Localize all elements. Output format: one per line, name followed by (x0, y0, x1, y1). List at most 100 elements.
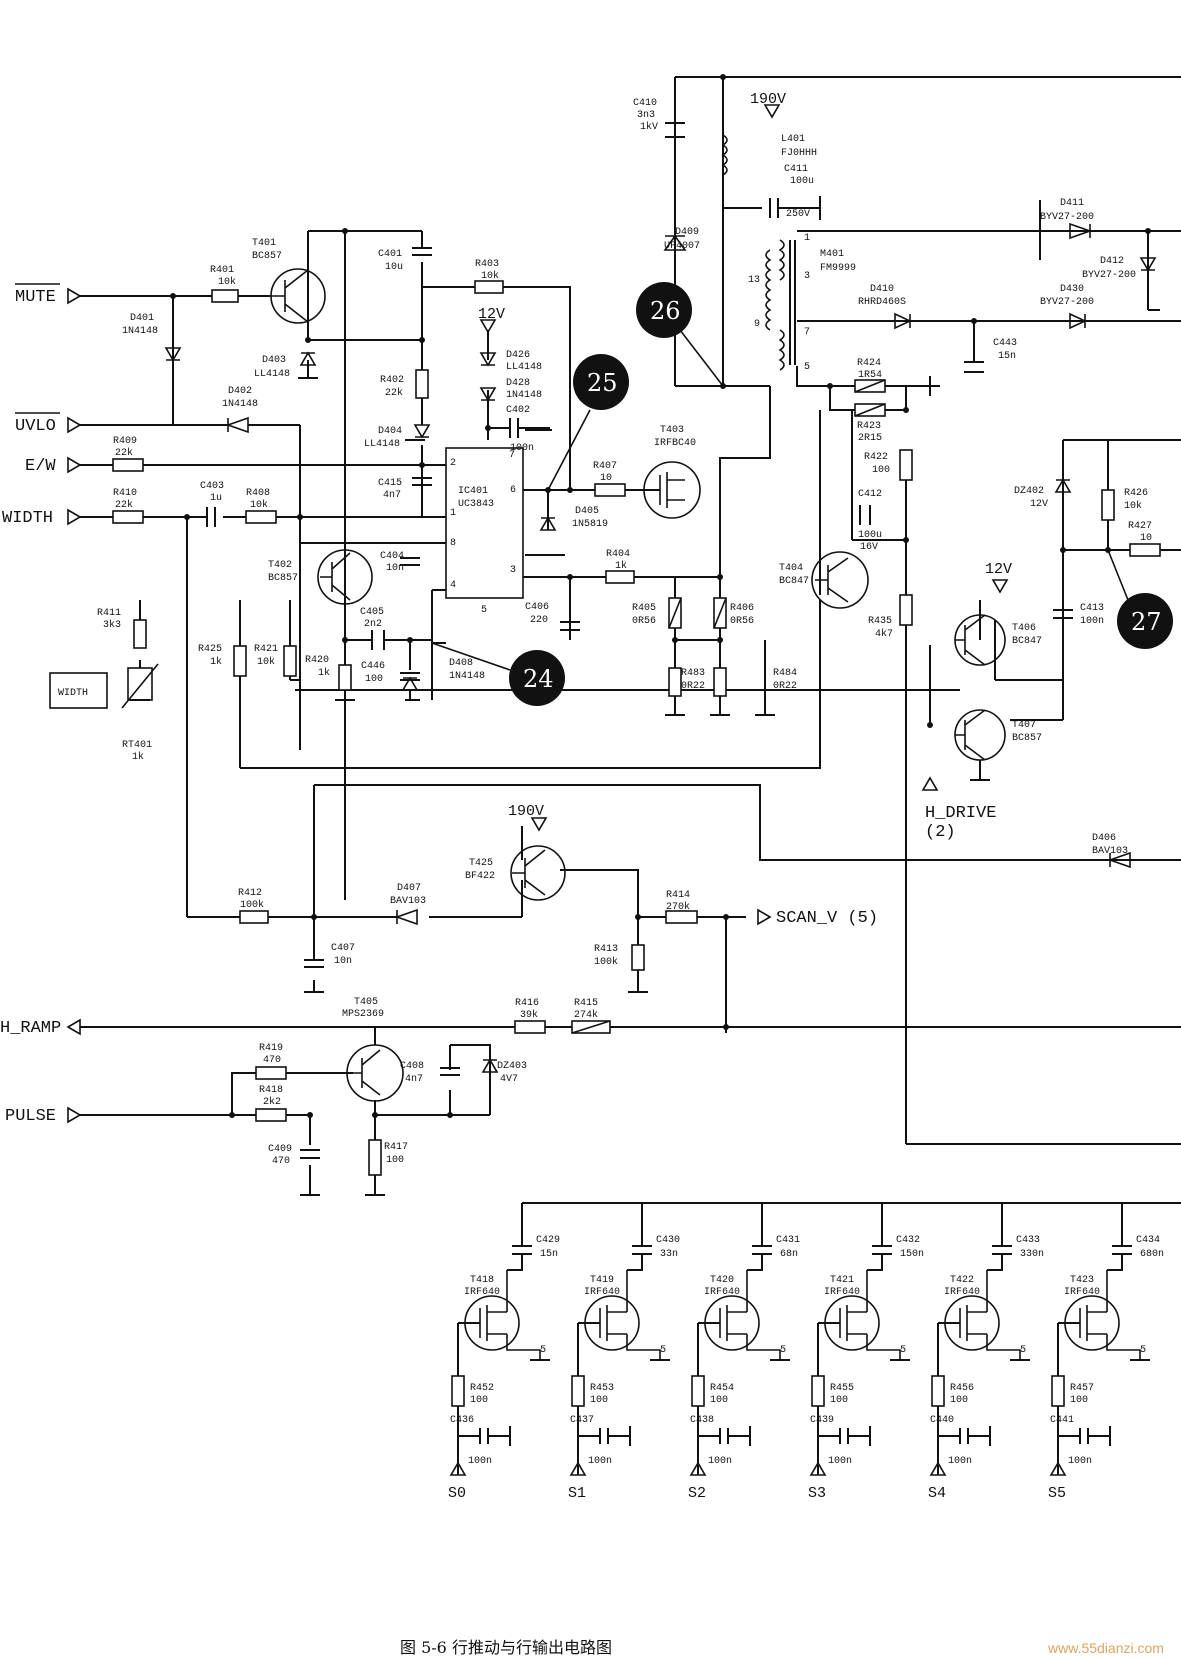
value-t402: BC857 (268, 573, 298, 584)
value-r426: 10k (1124, 500, 1142, 512)
stage-fet-label: T418 (470, 1275, 494, 1286)
stage-fet-label: T421 (830, 1275, 854, 1286)
value-c401: 10u (385, 262, 403, 273)
stage-res-label: R452 (470, 1383, 494, 1394)
stage-res-value: 100 (710, 1395, 728, 1406)
ic401-pin4: 4 (450, 580, 456, 591)
stage-source-pin: 5 (540, 1345, 546, 1356)
value-r408: 10k (250, 499, 268, 511)
value-r407: 10 (600, 473, 612, 484)
stage-fet-type: IRF640 (704, 1287, 740, 1298)
label-c412: C412 (858, 489, 882, 500)
svg-text:7: 7 (804, 327, 810, 338)
label-r404: R404 (606, 549, 630, 560)
stage-drain-wire (507, 1203, 532, 1271)
label-c405: C405 (360, 607, 384, 618)
stage-fet-type: IRF640 (584, 1287, 620, 1298)
value-c412: 100u (858, 530, 882, 541)
label-c403: C403 (200, 481, 224, 492)
label-d404: D404 (378, 426, 402, 437)
stage-res-label: R456 (950, 1383, 974, 1394)
value-r402: 22k (385, 387, 403, 399)
marker-25: 25 (547, 354, 629, 491)
gate-resistor (931, 1375, 945, 1407)
label-c411: C411 (784, 164, 808, 175)
stage-fet-type: IRF640 (824, 1287, 860, 1298)
marker-24: 24 (431, 642, 565, 706)
label-r418: R418 (259, 1085, 283, 1096)
label-c408: C408 (400, 1061, 424, 1072)
value-r412: 100k (240, 899, 264, 911)
stage-ccap-value: 100n (1068, 1456, 1092, 1467)
label-d406: D406 (1092, 833, 1116, 844)
stage-drain-wire (747, 1203, 772, 1271)
label-c443: C443 (993, 338, 1017, 349)
label-d430: D430 (1060, 284, 1084, 295)
label-d412: D412 (1100, 256, 1124, 267)
value-c406: 220 (530, 615, 548, 626)
h-drive-pin-label: (2) (925, 823, 956, 842)
value-r404: 1k (615, 560, 627, 572)
stage-cap-value: 330n (1020, 1249, 1044, 1260)
value-d402: 1N4148 (222, 399, 258, 410)
value-dz402: 12V (1030, 499, 1048, 510)
stage-ccap-value: 100n (468, 1456, 492, 1467)
label-c407: C407 (331, 943, 355, 954)
stage-fet-label: T419 (590, 1275, 614, 1286)
label-r483: R483 (681, 668, 705, 679)
input-arrow (569, 1461, 587, 1476)
stage-source-pin: 5 (780, 1345, 786, 1356)
label-r414: R414 (666, 890, 690, 901)
label-r424: R424 (857, 358, 881, 369)
ic401-pin5: 5 (481, 605, 487, 616)
value-d405: 1N5819 (572, 519, 608, 530)
label-d409: D409 (675, 227, 699, 238)
stage-fet-type: IRF640 (944, 1287, 980, 1298)
value-c405: 2n2 (364, 619, 382, 630)
stage-res-value: 100 (1070, 1395, 1088, 1406)
label-r411: R411 (97, 608, 121, 619)
stage-cap-label: C434 (1136, 1235, 1160, 1246)
value-r409: 22k (115, 447, 133, 459)
label-r403: R403 (475, 259, 499, 270)
label-t407: T407 (1012, 720, 1036, 731)
component-labels: C410 3n3 1kV L401 FJ0HHH C411 100u 250V … (97, 98, 1152, 1167)
gate-resistor (571, 1375, 585, 1407)
stage-fet-type: IRF640 (464, 1287, 500, 1298)
stage-ccap-value: 100n (948, 1456, 972, 1467)
label-dz403: DZ403 (497, 1061, 527, 1072)
value-r406: 0R56 (730, 616, 754, 627)
value-c410: 3n3 (637, 110, 655, 121)
label-d403: D403 (262, 355, 286, 366)
wires (80, 76, 1181, 1204)
value-rt401: 1k (132, 751, 144, 763)
label-c410: C410 (633, 98, 657, 109)
svg-text:24: 24 (523, 665, 554, 693)
supply-190v-mid: 190V (508, 803, 544, 820)
svg-text:9: 9 (754, 319, 760, 330)
label-r402: R402 (380, 375, 404, 386)
value-c407: 10n (334, 956, 352, 967)
stage-input-label: S1 (568, 1485, 586, 1502)
value-l401: FJ0HHH (781, 148, 817, 159)
value-t404: BC847 (779, 576, 809, 587)
label-r401: R401 (210, 265, 234, 276)
stage-ccap-label: C437 (570, 1415, 594, 1426)
stage-cap-label: C433 (1016, 1235, 1040, 1246)
value-r425: 1k (210, 656, 222, 668)
rating-c412: 16V (860, 542, 878, 553)
stage-drain-wire (987, 1203, 1012, 1271)
pulse-port-label: PULSE (5, 1107, 56, 1126)
stage-ccap-label: C439 (810, 1415, 834, 1426)
label-r415: R415 (574, 998, 598, 1009)
value-c404: 10n (386, 563, 404, 574)
label-c406: C406 (525, 602, 549, 613)
svg-text:5: 5 (804, 362, 810, 373)
figure-caption: 图 5-6 行推动与行输出电路图 (400, 1638, 612, 1657)
value-r423: 2R15 (858, 433, 882, 444)
label-d411: D411 (1060, 198, 1084, 209)
svg-text:13: 13 (748, 275, 760, 286)
value-d426: LL4148 (506, 362, 542, 373)
